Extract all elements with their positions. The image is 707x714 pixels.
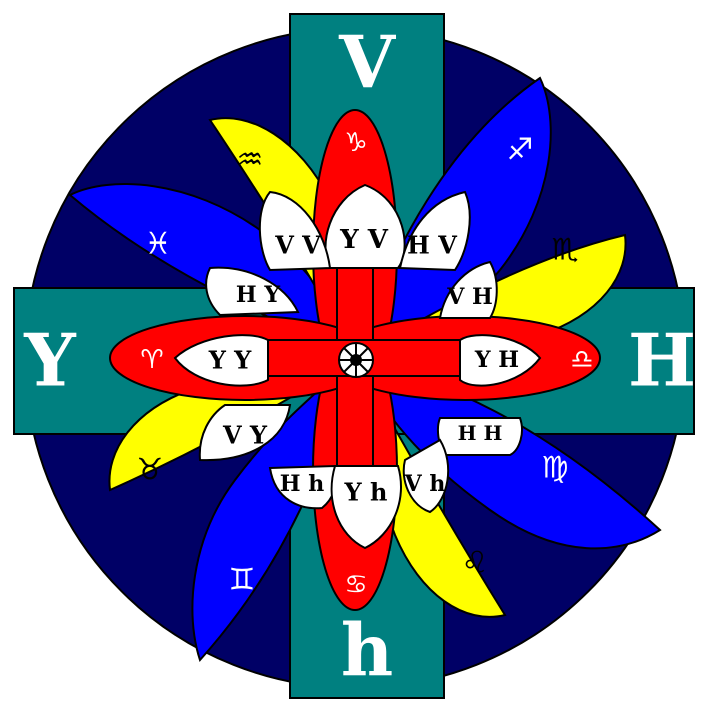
zodiac-scorpio: ♏ bbox=[552, 233, 579, 268]
zodiac-leo: ♌ bbox=[462, 546, 489, 581]
pair-bottom-left: H h bbox=[280, 471, 324, 497]
cardinal-top: V bbox=[338, 20, 396, 105]
pair-right: Y H bbox=[474, 347, 519, 373]
pair-lower-right: H H bbox=[458, 421, 503, 445]
pair-top-right: H V bbox=[407, 231, 457, 260]
cardinal-bottom: h bbox=[341, 608, 393, 693]
pair-upper-right: V H bbox=[446, 284, 493, 310]
pair-bottom-center: Y h bbox=[344, 478, 388, 507]
pair-top-left: V V bbox=[274, 231, 321, 260]
wheel-icon bbox=[339, 343, 373, 377]
cardinal-right: H bbox=[628, 318, 696, 403]
pair-upper-left: H Y bbox=[236, 282, 280, 308]
zodiac-pisces: ♓ bbox=[145, 227, 172, 262]
zodiac-taurus: ♉ bbox=[137, 453, 164, 488]
zodiac-virgo: ♍ bbox=[542, 451, 569, 486]
zodiac-sagittarius: ♐ bbox=[507, 133, 534, 168]
pair-top-center: Y V bbox=[339, 225, 389, 255]
pair-lower-left: V Y bbox=[222, 421, 268, 450]
pair-bottom-right: V h bbox=[404, 471, 446, 497]
zodiac-libra: ♎ bbox=[570, 345, 593, 375]
zodiac-aquarius: ♒ bbox=[237, 143, 264, 178]
cardinal-left: Y bbox=[23, 318, 77, 403]
zodiac-cancer: ♋ bbox=[344, 570, 367, 600]
pair-left: Y Y bbox=[208, 346, 252, 375]
zodiac-capricorn: ♑ bbox=[344, 128, 367, 158]
zodiac-aries: ♈ bbox=[140, 345, 163, 375]
zodiac-gemini: ♊ bbox=[229, 563, 256, 598]
